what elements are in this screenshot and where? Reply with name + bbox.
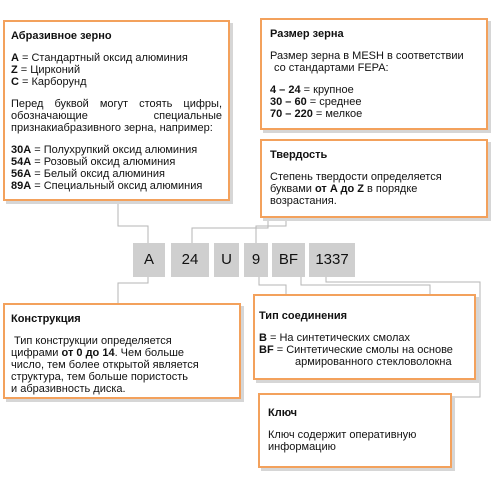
bond-type-b: B = На синтетических смолах <box>259 332 411 344</box>
construction-line3: число, тем более открытой является <box>11 359 199 371</box>
hardness-box: Твердость Степень твердости определяется… <box>260 139 488 218</box>
abrasive-item-z: Z = Цирконий <box>11 64 81 76</box>
grain-size-fine: 70 – 220 = мелкое <box>270 108 363 120</box>
construction-box: Конструкция Тип конструкции определяется… <box>3 303 241 399</box>
code-part-key: 1337 <box>309 243 355 277</box>
hardness-line1: Степень твердости определяется <box>270 171 442 183</box>
construction-line5: и абразивность диска. <box>11 383 126 395</box>
grain-size-medium: 30 – 60 = среднее <box>270 96 362 108</box>
construction-title: Конструкция <box>11 313 81 325</box>
code-part-grain-type: A <box>133 243 165 277</box>
key-line2: информацию <box>268 441 336 453</box>
hardness-line3: возрастания. <box>270 195 337 207</box>
abrasive-grain-box: Абразивное зерно A = Стандартный оксид а… <box>3 20 230 201</box>
code-part-grain-size: 24 <box>171 243 209 277</box>
bond-type-bf: BF = Синтетические смолы на основе <box>259 344 453 356</box>
grain-size-desc-line2: со стандартами FEPA: <box>274 62 389 74</box>
bond-type-title: Тип соединения <box>259 310 348 322</box>
code-part-structure: 9 <box>244 243 268 277</box>
hardness-title: Твердость <box>270 149 328 161</box>
abrasive-example-30a: 30A = Полухрупкий оксид алюминия <box>11 144 198 156</box>
key-title: Ключ <box>268 407 298 419</box>
construction-line4: структура, тем больше пористость <box>11 371 188 383</box>
construction-line1: Тип конструкции определяется <box>14 335 172 347</box>
abrasive-example-89a: 89A = Специальный оксид алюминия <box>11 180 203 192</box>
hardness-line2: буквами от A до Z в порядке <box>270 183 418 195</box>
abrasive-item-a: A = Стандартный оксид алюминия <box>11 52 188 64</box>
key-box: Ключ Ключ содержит оперативную информаци… <box>258 393 452 468</box>
grain-size-coarse: 4 – 24 = крупное <box>270 84 354 96</box>
abrasive-example-56a: 56A = Белый оксид алюминия <box>11 168 165 180</box>
construction-line2: цифрами от 0 до 14. Чем больше <box>11 347 185 359</box>
abrasive-example-54a: 54A = Розовый оксид алюминия <box>11 156 176 168</box>
grain-size-desc-line1: Размер зерна в MESH в соответствии <box>270 50 464 62</box>
bond-type-bf-cont: армированного стекловолокна <box>295 356 452 368</box>
code-part-bond: BF <box>272 243 305 277</box>
grain-size-box: Размер зерна Размер зерна в MESH в соотв… <box>260 18 488 130</box>
key-line1: Ключ содержит оперативную <box>268 429 417 441</box>
code-part-hardness: U <box>214 243 239 277</box>
bond-type-box: Тип соединения B = На синтетических смол… <box>253 294 476 380</box>
abrasive-note: Перед буквой могут стоять цифры, обознач… <box>11 98 222 134</box>
abrasive-grain-title: Абразивное зерно <box>11 30 112 42</box>
grain-size-title: Размер зерна <box>270 28 344 40</box>
abrasive-item-c: C = Карборунд <box>11 76 87 88</box>
